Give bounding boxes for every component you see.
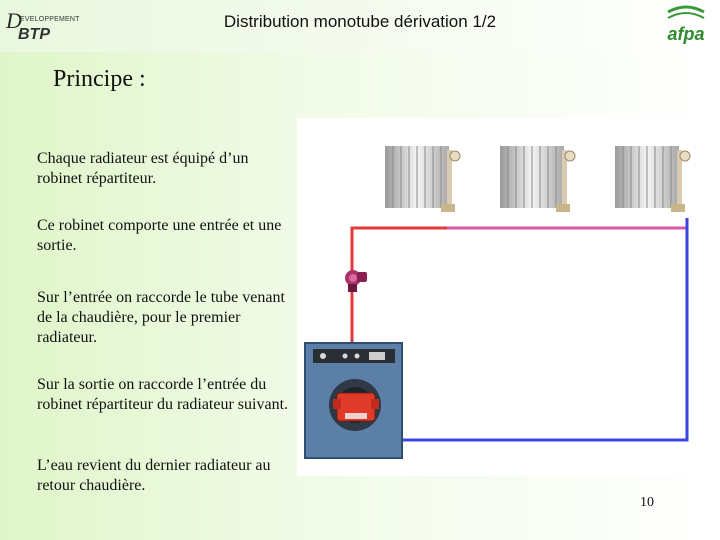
paragraph-2: Ce robinet comporte une entrée et une so… <box>37 217 282 254</box>
paragraph-3: Sur l’entrée on raccorde le tube venant … <box>37 289 285 346</box>
section-subtitle: Principe : <box>53 66 146 92</box>
afpa-logo-text: afpa <box>667 24 704 44</box>
radiator-icon <box>500 146 576 212</box>
supply-pipe <box>350 218 689 442</box>
boiler-icon <box>304 342 403 459</box>
radiator-icon <box>615 146 691 212</box>
distribution-diagram <box>297 118 700 476</box>
paragraph-5: L’eau revient du dernier radiateur au re… <box>37 457 271 494</box>
page-number: 10 <box>640 495 654 510</box>
diagram-svg <box>304 146 691 459</box>
pump-icon <box>345 270 367 292</box>
radiator-icon <box>385 146 461 212</box>
paragraph-1: Chaque radiateur est équipé d’un robinet… <box>37 150 249 187</box>
logo-brand: BTP <box>18 26 50 43</box>
afpa-logo: afpa <box>667 5 705 44</box>
logo-small-text: EVELOPPEMENT <box>20 16 80 23</box>
paragraph-4: Sur la sortie on raccorde l’entrée du ro… <box>37 376 289 413</box>
slide-title: Distribution monotube dérivation 1/2 <box>223 12 497 31</box>
logo-letter: D <box>6 8 22 33</box>
developpement-btp-logo: D EVELOPPEMENT BTP <box>6 8 79 44</box>
header-bar <box>0 0 720 52</box>
